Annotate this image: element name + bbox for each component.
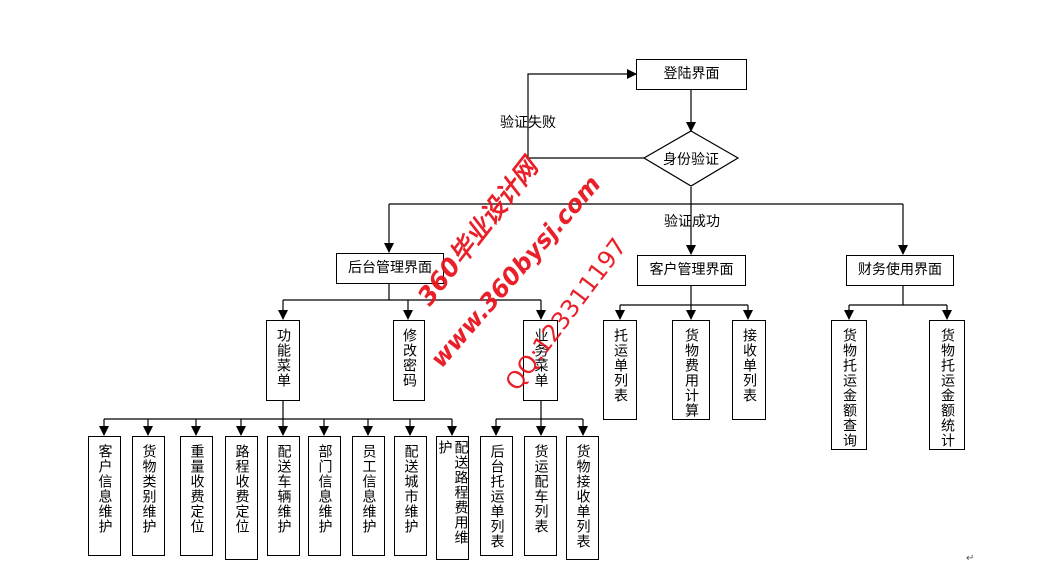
- func-item-label: 配送路程费用维护: [436, 440, 469, 545]
- func-item-label: 员工信息维护: [360, 444, 377, 534]
- biz-item-node: 后台托运单列表: [480, 436, 513, 556]
- func-menu-node: 功能菜单: [266, 320, 300, 401]
- customer-item-label: 货物费用计算: [683, 328, 699, 418]
- change-pwd-label: 修改密码: [401, 328, 417, 388]
- func-item-node: 部门信息维护: [308, 436, 341, 556]
- customer-item-node: 接收单列表: [732, 320, 766, 420]
- func-item-node: 配送车辆维护: [267, 436, 300, 556]
- func-item-label: 配送车辆维护: [275, 444, 292, 534]
- func-item-label: 路程收费定位: [233, 444, 250, 534]
- finance-item-label: 货物托运金额统计: [939, 328, 955, 448]
- func-item-label: 客户信息维护: [96, 444, 113, 534]
- backend-node: 后台管理界面: [336, 253, 444, 284]
- func-item-node: 客户信息维护: [88, 436, 121, 556]
- biz-item-node: 货物接收单列表: [566, 436, 599, 560]
- func-item-node: 路程收费定位: [225, 436, 258, 560]
- func-menu-label: 功能菜单: [275, 328, 291, 388]
- login-node: 登陆界面: [636, 59, 747, 90]
- paragraph-return-mark: ↵: [966, 553, 975, 564]
- customer-item-label: 托运单列表: [612, 328, 628, 403]
- func-item-node: 货物类别维护: [132, 436, 165, 556]
- func-item-label: 配送城市维护: [402, 444, 419, 534]
- func-item-label: 货物类别维护: [140, 444, 157, 534]
- biz-item-label: 后台托运单列表: [488, 444, 505, 549]
- customer-item-node: 托运单列表: [603, 320, 637, 420]
- success-edge-label: 验证成功: [664, 214, 720, 230]
- finance-node: 财务使用界面: [846, 255, 954, 286]
- func-item-node: 员工信息维护: [352, 436, 385, 556]
- func-item-label: 部门信息维护: [316, 444, 333, 534]
- customer-node: 客户管理界面: [637, 255, 746, 286]
- func-item-node: 重量收费定位: [180, 436, 213, 556]
- finance-item-label: 货物托运金额查询: [841, 328, 857, 448]
- change-pwd-node: 修改密码: [393, 320, 425, 401]
- biz-item-label: 货物接收单列表: [574, 444, 591, 549]
- auth-diamond-shape: [642, 130, 740, 187]
- customer-item-node: 货物费用计算: [672, 320, 710, 420]
- func-item-label: 重量收费定位: [188, 444, 205, 534]
- biz-menu-node: 业务菜单: [523, 320, 558, 401]
- func-item-node: 配送路程费用维护: [436, 436, 469, 560]
- fail-edge-label: 验证失败: [500, 115, 556, 131]
- biz-item-node: 货运配车列表: [524, 436, 557, 556]
- finance-item-node: 货物托运金额查询: [831, 320, 867, 450]
- customer-item-label: 接收单列表: [741, 328, 757, 403]
- biz-menu-label: 业务菜单: [532, 328, 549, 388]
- func-item-node: 配送城市维护: [394, 436, 427, 556]
- finance-item-node: 货物托运金额统计: [929, 320, 965, 450]
- biz-item-label: 货运配车列表: [532, 444, 549, 534]
- auth-node-label: 身份验证: [663, 152, 719, 168]
